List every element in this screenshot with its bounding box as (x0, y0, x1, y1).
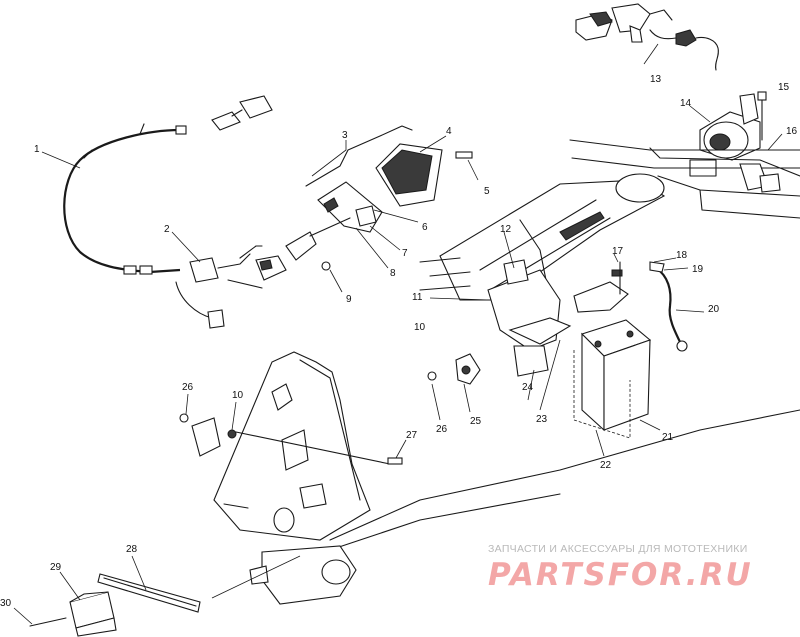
watermark-tagline: ЗАПЧАСТИ И АКСЕССУАРЫ ДЛЯ МОТОТЕХНИКИ (488, 543, 748, 555)
callout-14: 14 (680, 98, 692, 109)
callout-10a: 10 (414, 322, 426, 333)
callout-2: 2 (164, 224, 170, 235)
callout-7: 7 (402, 248, 408, 259)
callout-29: 29 (50, 562, 62, 573)
callout-16: 16 (786, 126, 798, 137)
callout-13: 13 (650, 74, 662, 85)
callout-15: 15 (778, 82, 790, 93)
frame-rear (519, 139, 800, 233)
wiring-harness (63, 95, 273, 275)
callout-5: 5 (484, 186, 490, 197)
callout-30: 30 (0, 598, 12, 609)
callout-24: 24 (522, 382, 534, 393)
starter-relay (427, 353, 481, 385)
callout-1: 1 (34, 144, 40, 155)
callout-22: 22 (600, 460, 612, 471)
callout-3: 3 (342, 130, 348, 141)
callout-10b: 10 (232, 390, 244, 401)
battery (573, 261, 652, 439)
callout-6: 6 (422, 222, 428, 233)
callout-11: 11 (412, 292, 423, 303)
handlebar-switch (575, 3, 719, 71)
front-panel (179, 351, 403, 541)
callout-19: 19 (692, 264, 704, 275)
harness-connector (175, 245, 287, 329)
frame-lower (249, 409, 800, 605)
rear-bracket (29, 591, 117, 637)
callout-25: 25 (470, 416, 482, 427)
callout-18: 18 (676, 250, 688, 261)
callout-labels: 1 2 3 4 5 6 7 8 9 10 10 11 12 13 14 15 1… (0, 74, 798, 609)
callout-8: 8 (390, 268, 396, 279)
skid-strip (97, 573, 201, 613)
callout-26b: 26 (182, 382, 194, 393)
callout-9: 9 (346, 294, 352, 305)
watermark-logo: PARTSFOR.RU (488, 557, 753, 593)
callout-21: 21 (662, 432, 674, 443)
callout-23: 23 (536, 414, 548, 425)
battery-cable (649, 261, 688, 352)
leader-lines (13, 43, 783, 625)
tail-light (285, 125, 473, 271)
callout-27: 27 (406, 430, 418, 441)
battery-bracket (487, 259, 572, 377)
callout-17: 17 (612, 246, 624, 257)
horn-assembly (699, 91, 767, 161)
callout-12: 12 (500, 224, 512, 235)
callout-26a: 26 (436, 424, 448, 435)
callout-20: 20 (708, 304, 720, 315)
callout-28: 28 (126, 544, 138, 555)
frame-main (419, 173, 666, 301)
callout-4: 4 (446, 126, 452, 137)
